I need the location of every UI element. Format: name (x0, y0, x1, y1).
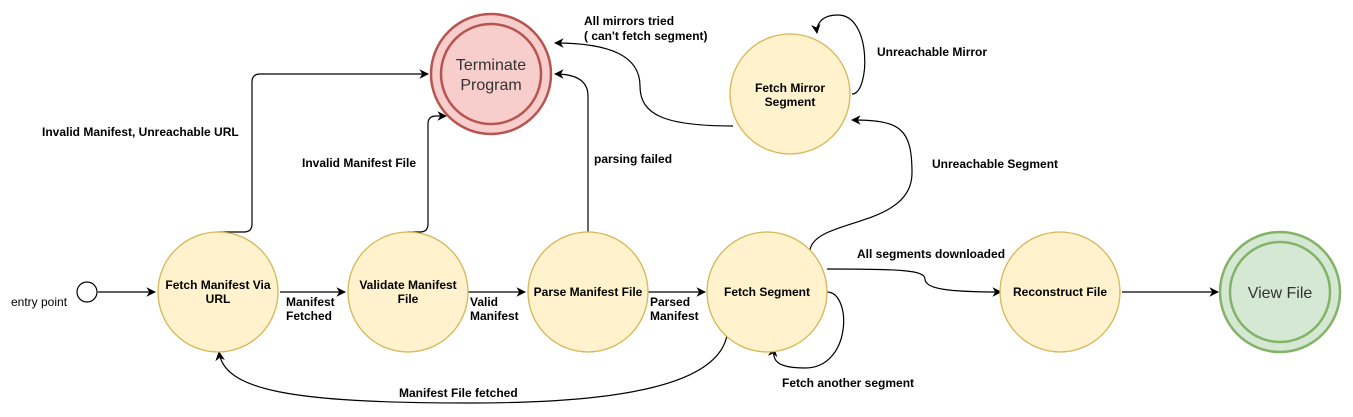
validate-manifest-label-line1: Validate Manifest (359, 278, 456, 292)
label-unreachable-segment: Unreachable Segment (932, 157, 1058, 171)
label-fetch-another-segment: Fetch another segment (782, 376, 914, 390)
state-parse-manifest: Parse Manifest File (527, 231, 649, 353)
view-file-label: View File (1248, 285, 1313, 302)
state-view-file: View File (1218, 230, 1342, 354)
fetch-segment-label: Fetch Segment (724, 285, 810, 299)
label-all-mirrors-tried-line2: ( can't fetch segment) (584, 29, 708, 43)
fetch-manifest-label-line2: URL (206, 292, 231, 306)
label-valid-manifest-line2: Manifest (470, 309, 519, 323)
label-parsing-failed: parsing failed (594, 152, 672, 166)
fetch-mirror-label-line2: Segment (765, 95, 816, 109)
edge-fetch-segment-self-loop (767, 291, 845, 369)
reconstruct-file-label: Reconstruct File (1013, 285, 1107, 299)
label-parsed-manifest-line2: Manifest (650, 309, 699, 323)
label-unreachable-mirror: Unreachable Mirror (877, 45, 987, 59)
fetch-manifest-label-line1: Fetch Manifest Via (165, 278, 270, 292)
label-manifest-file-fetched: Manifest File fetched (399, 386, 518, 400)
edge-parse-to-terminate (554, 69, 589, 232)
label-invalid-manifest-file: Invalid Manifest File (302, 156, 416, 170)
edge-fetch-segment-to-reconstruct (826, 268, 1002, 297)
edge-validate-to-terminate (408, 111, 447, 233)
state-fetch-mirror: Fetch Mirror Segment (729, 33, 851, 155)
label-all-mirrors-tried-line1: All mirrors tried (584, 14, 674, 28)
terminate-label-line1: Terminate (456, 57, 526, 74)
validate-manifest-label-line2: File (398, 292, 419, 306)
parse-manifest-label: Parse Manifest File (534, 285, 643, 299)
state-validate-manifest: Validate Manifest File (347, 231, 469, 353)
label-invalid-manifest-url: Invalid Manifest, Unreachable URL (42, 125, 239, 139)
terminate-label-line2: Program (460, 77, 521, 94)
edge-fetch-segment-to-mirror (809, 115, 913, 251)
state-terminate-program: Terminate Program (429, 12, 553, 136)
edge-fetch-manifest-to-terminate (218, 69, 429, 233)
state-reconstruct-file: Reconstruct File (999, 231, 1121, 353)
edge-mirror-to-terminate (554, 38, 734, 127)
fetch-mirror-label-line1: Fetch Mirror (755, 81, 825, 95)
state-fetch-manifest: Fetch Manifest Via URL (157, 231, 279, 353)
edge-fetch-segment-to-fetch-manifest (215, 334, 728, 404)
entry-point-node (76, 281, 98, 303)
state-fetch-segment: Fetch Segment (706, 231, 828, 353)
label-manifest-fetched-line1: Manifest (286, 295, 335, 309)
label-manifest-fetched-line2: Fetched (286, 309, 332, 323)
label-valid-manifest-line1: Valid (470, 295, 498, 309)
edge-mirror-self-loop (811, 14, 866, 95)
entry-point-label: entry point (11, 295, 68, 309)
label-all-segments-downloaded: All segments downloaded (857, 247, 1005, 261)
label-parsed-manifest-line1: Parsed (650, 295, 690, 309)
